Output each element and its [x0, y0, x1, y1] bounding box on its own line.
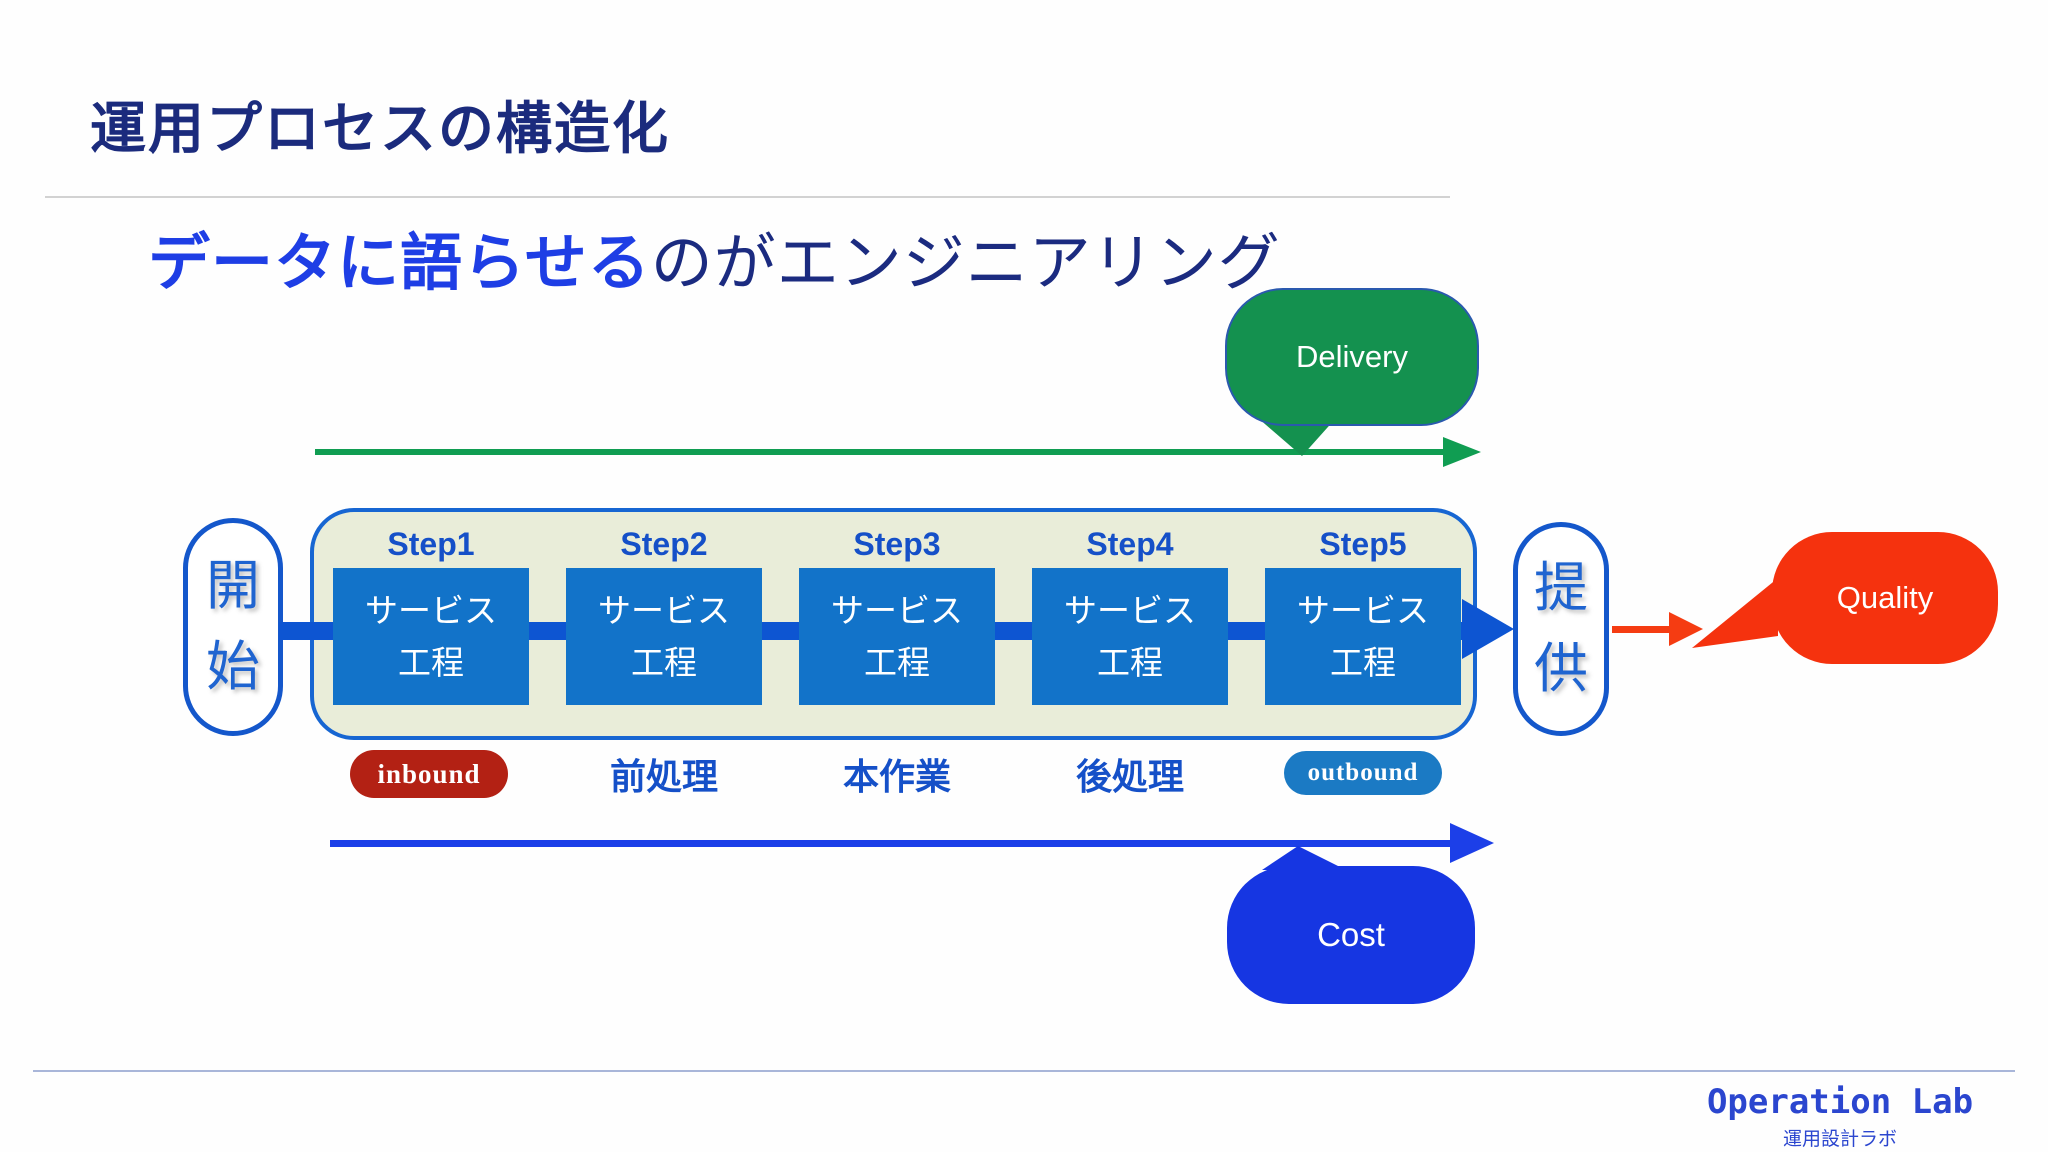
- step-group-1: Step1 サービス工程: [333, 526, 529, 705]
- service-box-line1: サービス: [831, 592, 963, 630]
- step-label: Step1: [387, 526, 475, 562]
- service-box-line1: サービス: [598, 592, 730, 630]
- service-process-box: サービス工程: [333, 568, 529, 705]
- quality-arrow-line: [1612, 626, 1672, 633]
- delivery-arrow-line: [315, 449, 1445, 455]
- step-group-5: Step5 サービス工程: [1265, 526, 1461, 705]
- connector-2-3: [760, 622, 801, 640]
- title-divider: [45, 196, 1450, 198]
- quality-bubble-label: Quality: [1836, 580, 1934, 615]
- end-pill: 提供: [1513, 522, 1609, 736]
- brand-logo-subtext: 運用設計ラボ: [1782, 1129, 1897, 1150]
- cost-bubble-tail: [1262, 846, 1346, 870]
- service-box-line1: サービス: [1064, 592, 1196, 630]
- phase-label-outbound: outbound: [1284, 751, 1442, 795]
- delivery-bubble-label: Delivery: [1296, 339, 1408, 374]
- service-box-line2: 工程: [398, 643, 464, 681]
- subtitle-rest: のがエンジニアリング: [650, 229, 1281, 298]
- cost-arrow-head: [1450, 823, 1494, 863]
- phase-label-pre: 前処理: [609, 756, 718, 797]
- step-label: Step4: [1086, 526, 1174, 562]
- delivery-bubble: Delivery: [1225, 288, 1479, 426]
- quality-arrow-head: [1669, 612, 1703, 646]
- step-label: Step3: [853, 526, 941, 562]
- delivery-arrow-head: [1443, 437, 1481, 467]
- service-box-line1: サービス: [1297, 592, 1429, 630]
- service-box-line2: 工程: [1330, 643, 1396, 681]
- step-group-4: Step4 サービス工程: [1032, 526, 1228, 705]
- service-box-line2: 工程: [864, 643, 930, 681]
- brand-logo-text: Operation Lab: [1706, 1082, 1974, 1122]
- phase-label-post: 後処理: [1075, 756, 1184, 797]
- step-group-2: Step2 サービス工程: [566, 526, 762, 705]
- service-box-line2: 工程: [1097, 643, 1163, 681]
- quality-bubble-tail: [1692, 578, 1778, 648]
- phase-label-main: 本作業: [842, 756, 951, 797]
- end-arrow-head: [1462, 599, 1514, 659]
- service-process-box: サービス工程: [566, 568, 762, 705]
- delivery-bubble-tail: [1258, 418, 1336, 456]
- service-process-box: サービス工程: [799, 568, 995, 705]
- quality-bubble: Quality: [1772, 532, 1998, 664]
- subtitle-highlight: データに語らせる: [148, 229, 651, 298]
- subtitle: データに語らせるのがエンジニアリング: [148, 212, 1281, 302]
- connector-start: [279, 622, 337, 640]
- cost-arrow-line: [330, 840, 1454, 847]
- service-box-line1: サービス: [365, 592, 497, 630]
- service-process-box: サービス工程: [1032, 568, 1228, 705]
- service-box-line2: 工程: [631, 643, 697, 681]
- step-label: Step5: [1319, 526, 1407, 562]
- end-pill-label: 提供: [1534, 558, 1588, 699]
- page-title: 運用プロセスの構造化: [90, 97, 670, 160]
- step-label: Step2: [620, 526, 708, 562]
- start-pill: 開始: [183, 518, 283, 736]
- connector-4-5: [1226, 622, 1267, 640]
- connector-1-2: [527, 622, 568, 640]
- start-pill-label: 開始: [206, 556, 260, 697]
- connector-3-4: [993, 622, 1034, 640]
- footer-divider: [33, 1070, 2015, 1072]
- step-group-3: Step3 サービス工程: [799, 526, 995, 705]
- phase-label-inbound: inbound: [350, 750, 508, 798]
- cost-bubble: Cost: [1227, 866, 1475, 1004]
- cost-bubble-label: Cost: [1317, 916, 1385, 953]
- service-process-box: サービス工程: [1265, 568, 1461, 705]
